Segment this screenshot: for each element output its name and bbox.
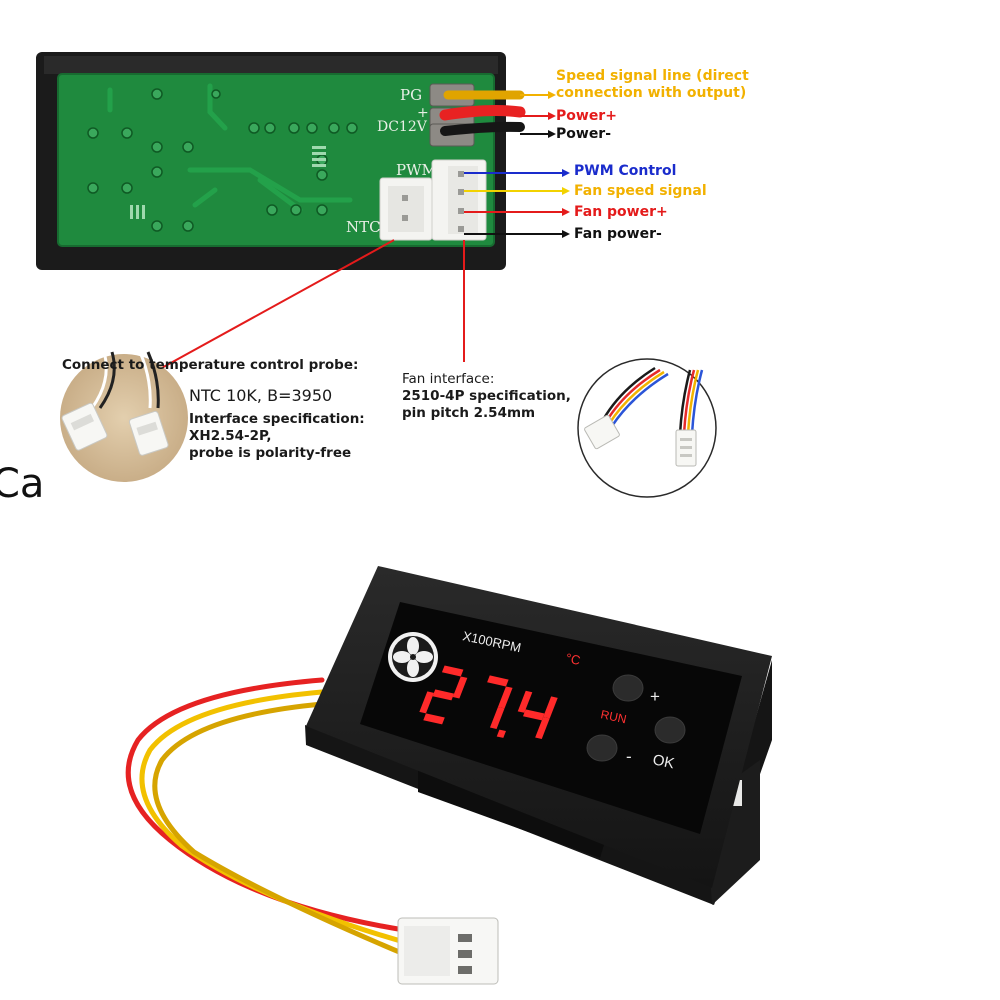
leader-lines (157, 94, 562, 371)
segment-g (432, 689, 455, 701)
ntc-connector (379, 177, 433, 241)
button-ok[interactable]: OK (651, 716, 686, 772)
callout-power-plus: Power+ (556, 108, 617, 124)
fan-icon (388, 632, 438, 682)
fan-note-line3: pin pitch 2.54mm (402, 405, 536, 421)
silk-dc12v: DC12V (377, 119, 428, 135)
callout-pwm-control: PWM Control (574, 163, 677, 179)
callout-speed-signal-line-2: connection with output) (556, 85, 747, 101)
fan-note-line2: 2510-4P specification, (402, 388, 571, 404)
segment-e (419, 691, 434, 714)
ntc-note-line1: Interface specification: (189, 411, 365, 427)
silk-pwm: PWM (396, 161, 437, 179)
segment-b (452, 676, 468, 699)
pcb-module-back: PG DC12V + PWM NTC (36, 52, 526, 270)
segment-a (487, 675, 509, 687)
segment-b (497, 686, 513, 709)
pcb-smd-pads (130, 146, 326, 219)
device-front: X100RPM °C RUN + OK - (125, 566, 772, 985)
segment-g (522, 709, 545, 721)
plus-label: + (650, 687, 660, 706)
device-wires (125, 677, 407, 957)
ntc-note-line2: XH2.54-2P, (189, 428, 272, 444)
digit-2 (419, 665, 468, 725)
leader-arrowheads (548, 91, 570, 238)
silk-pg: PG (400, 86, 422, 104)
ntc-note-line3: probe is polarity-free (189, 445, 352, 461)
fan-cable-photo (577, 358, 717, 498)
callout-fan-power-plus: Fan power+ (574, 204, 668, 220)
display-window (360, 602, 742, 834)
callout-speed-signal-line-1: Speed signal line (direct (556, 68, 749, 84)
minus-label: - (626, 747, 632, 766)
ok-label: OK (651, 751, 676, 772)
decimal-point (496, 729, 506, 738)
callout-power-minus: Power- (556, 126, 612, 142)
silk-plus: + (417, 105, 429, 121)
callout-fan-speed-signal: Fan speed signal (574, 183, 707, 199)
segment-c (535, 716, 550, 739)
seven-segment-readout (419, 665, 558, 739)
digit-7 (487, 675, 513, 729)
segment-d (423, 713, 445, 725)
probe-connector-photo (60, 351, 188, 482)
pcb-vias (87, 88, 358, 232)
ntc-note-spec: NTC 10K, B=3950 (189, 386, 333, 405)
button-plus[interactable]: + (612, 674, 660, 706)
clipped-edge-text: Ca (0, 461, 45, 507)
pcb-traces (107, 83, 353, 213)
segment-f (517, 690, 533, 713)
button-minus[interactable]: - (586, 734, 632, 766)
segment-c (489, 706, 505, 729)
segment-b (543, 696, 558, 719)
silk-ntc: NTC (346, 218, 381, 236)
fan-note-line1: Fan interface: (402, 371, 495, 387)
fan-connector (431, 159, 487, 241)
ntc-note-heading: Connect to temperature control probe: (62, 357, 359, 373)
callout-fan-power-minus: Fan power- (574, 226, 662, 242)
device-wire-connector (397, 917, 499, 985)
celsius-indicator: °C (564, 650, 581, 668)
segment-a (441, 665, 464, 677)
power-wires (439, 90, 526, 136)
run-indicator: RUN (599, 707, 627, 726)
digit-4 (517, 690, 558, 739)
